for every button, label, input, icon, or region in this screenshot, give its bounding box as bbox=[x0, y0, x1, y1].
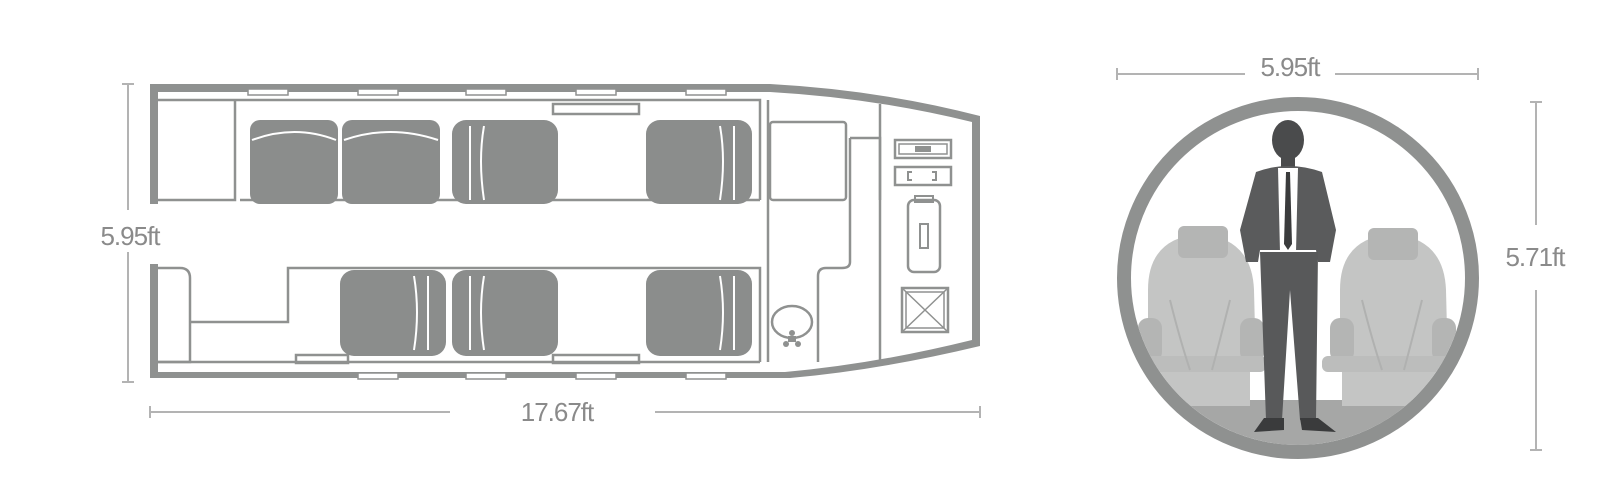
aft-closet-bottom bbox=[158, 266, 192, 364]
lower-side-ledge bbox=[190, 266, 762, 362]
aft-wall-bottom bbox=[150, 264, 158, 378]
sink-icon bbox=[770, 304, 814, 347]
galley-counter bbox=[850, 136, 882, 200]
cross-section-width-dimension: 5.95ft bbox=[1116, 52, 1479, 82]
storage-box-1 bbox=[893, 138, 953, 160]
galley-cabinet bbox=[768, 120, 848, 202]
cross-section: 5.95ft 5.71ft bbox=[1116, 52, 1567, 459]
storage-box-2 bbox=[893, 165, 953, 187]
side-table-top bbox=[551, 102, 641, 116]
divan-seat-left bbox=[250, 120, 338, 204]
floor-plan: 5.95ft 17.67ft bbox=[100, 83, 981, 427]
upper-side-ledge bbox=[158, 98, 762, 200]
club-seat-upper-2 bbox=[646, 120, 752, 204]
lav-partition bbox=[816, 138, 852, 362]
standing-man-in-suit-icon bbox=[1240, 120, 1336, 432]
club-seat-lower-2 bbox=[452, 270, 558, 356]
side-table-bottom-right bbox=[551, 353, 641, 365]
cross-section-height-dimension: 5.71ft bbox=[1505, 101, 1567, 451]
floorplan-height-label: 5.95ft bbox=[100, 221, 161, 251]
floorplan-length-dimension: 17.67ft bbox=[149, 397, 981, 427]
divan-seat-right bbox=[342, 120, 440, 204]
floorplan-height-dimension: 5.95ft bbox=[100, 83, 162, 383]
windows-bottom bbox=[357, 372, 727, 380]
side-table-bottom-left bbox=[294, 353, 350, 365]
aft-closet-top bbox=[158, 100, 237, 202]
luggage-icon bbox=[906, 195, 942, 274]
fuselage-cross-section bbox=[1117, 97, 1479, 459]
floorplan-length-label: 17.67ft bbox=[521, 397, 595, 427]
storage-crate bbox=[900, 286, 950, 334]
windows-top bbox=[247, 88, 727, 96]
cross-section-height-label: 5.71ft bbox=[1505, 242, 1566, 272]
cross-section-width-label: 5.95ft bbox=[1260, 52, 1321, 82]
aft-wall-top bbox=[150, 84, 158, 204]
club-seat-upper-1 bbox=[452, 120, 558, 204]
club-seat-lower-3 bbox=[646, 270, 752, 356]
club-seat-lower-1 bbox=[340, 270, 446, 356]
